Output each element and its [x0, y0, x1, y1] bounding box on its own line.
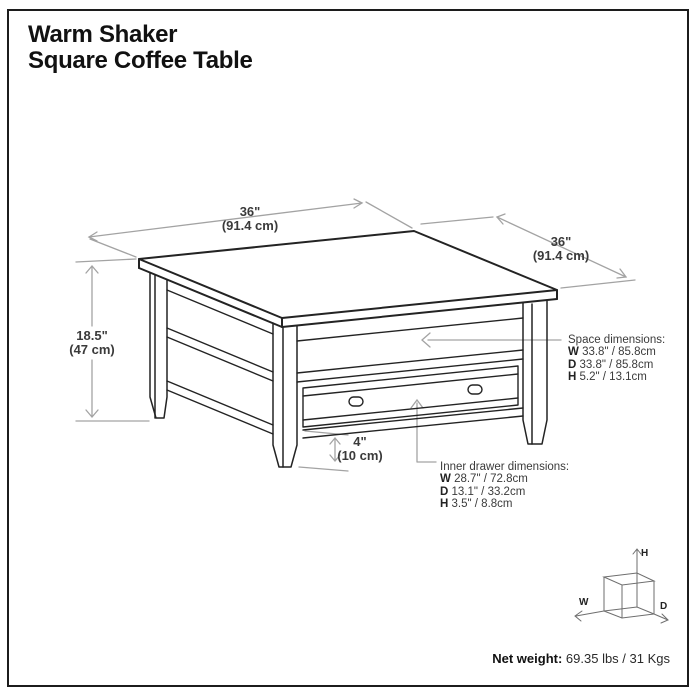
axis-letter: W: [440, 473, 451, 486]
dimension-clearance: 4" (10 cm): [329, 435, 391, 463]
right-face-rails: [296, 317, 524, 439]
dimension-line-top-depth: [496, 216, 627, 278]
arrowhead: [85, 265, 99, 274]
product-title: Warm Shaker Square Coffee Table: [28, 22, 253, 74]
axis-letter: H: [568, 371, 577, 384]
drawer-handle-right: [467, 384, 483, 395]
space-dimensions-heading: Space dimensions:: [568, 334, 666, 346]
table-legs: [149, 272, 548, 468]
net-weight: Net weight: 69.35 lbs / 31 Kgs: [492, 651, 670, 666]
axis-letter: D: [568, 358, 577, 371]
orientation-cube-icon: [574, 548, 669, 624]
dimension-lines: [75, 198, 636, 472]
arrowhead: [410, 398, 424, 409]
axis-value: 3.5" / 8.8cm: [451, 498, 513, 511]
inner-drawer-heading: Inner drawer dimensions:: [440, 461, 570, 473]
axis-value: 28.7" / 72.8cm: [454, 473, 528, 486]
arrowhead: [574, 610, 583, 622]
axis-value: 33.8" / 85.8cm: [582, 346, 656, 359]
arrowhead: [495, 213, 506, 225]
table-top: [138, 230, 558, 328]
product-title-line2: Square Coffee Table: [28, 47, 253, 74]
arrowhead: [85, 409, 99, 418]
arrowhead: [632, 548, 642, 555]
arrowhead: [87, 231, 98, 242]
dimension-value: 36": [550, 234, 572, 249]
drawer-dimension-row: D 13.1" / 33.2cm: [440, 486, 569, 498]
extension-line: [89, 238, 137, 258]
space-dimensions-block: Space dimensions: W 33.8" / 85.8cm D 33.…: [568, 334, 665, 384]
dimension-metric: (91.4 cm): [221, 218, 279, 233]
net-weight-value: 69.35 lbs / 31 Kgs: [565, 651, 670, 666]
product-title-line1: Warm Shaker: [28, 21, 178, 48]
space-dimension-row: W 33.8" / 85.8cm: [568, 346, 665, 358]
space-dimension-row: H 5.2" / 13.1cm: [568, 371, 665, 383]
drawer-dimension-row: H 3.5" / 8.8cm: [440, 498, 569, 510]
extension-line: [560, 279, 636, 289]
arrowhead: [421, 332, 431, 348]
axis-value: 33.8" / 85.8cm: [579, 358, 654, 371]
axis-value: 5.2" / 13.1cm: [579, 371, 647, 384]
net-weight-label: Net weight:: [492, 651, 563, 666]
axis-value: 13.1" / 33.2cm: [451, 485, 526, 498]
dimension-value: 4": [353, 434, 367, 449]
dimension-value: 18.5": [76, 328, 108, 343]
left-face-rails: [166, 289, 274, 435]
leader-line-drawer: [416, 402, 437, 463]
dimension-top-width: 36" (91.4 cm): [190, 205, 310, 233]
axis-letter: H: [440, 498, 449, 511]
inner-drawer-dimensions-block: Inner drawer dimensions: W 28.7" / 72.8c…: [440, 461, 569, 511]
arrowhead: [353, 198, 364, 209]
dimension-value: 36": [239, 204, 261, 219]
drawer-front: [302, 365, 519, 428]
dimension-height: 18.5" (47 cm): [42, 329, 142, 357]
drawer-handle-left: [348, 396, 364, 407]
extension-line: [420, 216, 494, 225]
arrowhead: [329, 454, 341, 463]
cube-d-axis: [653, 613, 669, 621]
arrowhead: [329, 436, 341, 445]
axis-letter: W: [568, 346, 579, 359]
dimension-top-depth: 36" (91.4 cm): [501, 235, 621, 263]
cube-w-axis: [575, 610, 605, 617]
dimension-metric: (91.4 cm): [532, 248, 590, 263]
space-dimension-row: D 33.8" / 85.8cm: [568, 359, 665, 371]
cube-height-label: H: [641, 548, 649, 559]
dimension-line-top-width: [88, 202, 363, 238]
extension-line: [75, 258, 137, 263]
arrowhead: [660, 613, 669, 624]
arrowhead: [616, 268, 628, 279]
extension-line: [365, 201, 413, 229]
cube-width-label: W: [579, 597, 589, 608]
drawer-dimension-row: W 28.7" / 72.8cm: [440, 473, 569, 485]
axis-letter: D: [440, 485, 449, 498]
table-illustration: [138, 230, 558, 468]
extension-line: [298, 466, 349, 472]
dimension-metric: (47 cm): [69, 342, 115, 357]
dimension-metric: (10 cm): [337, 448, 383, 463]
cube-depth-label: D: [660, 601, 668, 612]
